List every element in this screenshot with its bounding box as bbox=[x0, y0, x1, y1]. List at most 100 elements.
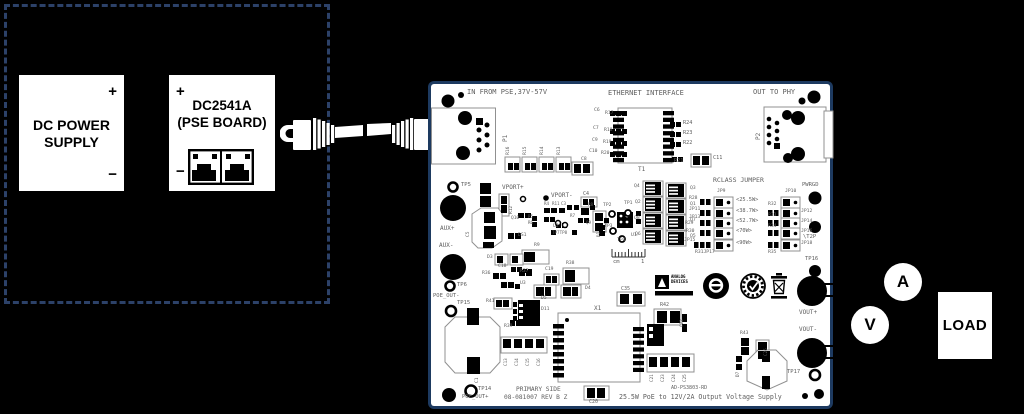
silkscreen-label: JP14 bbox=[801, 219, 813, 224]
silkscreen-label: R24 bbox=[683, 120, 693, 126]
silkscreen-label: R8 bbox=[588, 202, 594, 207]
silkscreen-label: JP12 bbox=[801, 209, 813, 214]
silkscreen-label: TP7TP8 bbox=[552, 230, 568, 235]
silkscreen-label: R17 bbox=[605, 111, 614, 116]
silkscreen-label: C26 bbox=[764, 348, 769, 356]
silkscreen-label: C15 bbox=[526, 358, 531, 366]
silkscreen-layer: IN FROM PSE,37V-57V ETHERNET INTERFACE OUT… bbox=[431, 84, 830, 406]
silkscreen-label: ETHERNET INTERFACE bbox=[608, 89, 684, 97]
silkscreen-label: R12 bbox=[509, 205, 514, 214]
silkscreen-label: R39 bbox=[504, 324, 513, 329]
silkscreen-label: C3 bbox=[561, 201, 567, 206]
pse-board-box: + − DC2541A (PSE BOARD) bbox=[169, 75, 275, 191]
silkscreen-label: Q9 bbox=[586, 220, 592, 225]
silkscreen-label: C18 bbox=[498, 264, 507, 269]
silkscreen-label: DEVICES bbox=[671, 279, 688, 284]
silkscreen-label: C7 bbox=[593, 126, 599, 131]
voltmeter-symbol: V bbox=[851, 306, 889, 344]
silkscreen-label: C10 bbox=[589, 149, 598, 154]
silkscreen-label: AUX+ bbox=[440, 225, 455, 232]
silkscreen-label: C24 bbox=[672, 374, 677, 382]
silkscreen-label: R43 bbox=[740, 331, 749, 336]
silkscreen-label: <52.7W> bbox=[736, 218, 759, 224]
silkscreen-label: U1 bbox=[631, 233, 637, 238]
silkscreen-label: R13 bbox=[557, 146, 562, 155]
silkscreen-label: <70W> bbox=[736, 228, 752, 234]
silkscreen-label: C20 bbox=[589, 399, 599, 405]
silkscreen-label: R14 bbox=[540, 146, 545, 155]
ammeter-label: A bbox=[896, 272, 910, 291]
silkscreen-label: C8 bbox=[581, 157, 587, 162]
silkscreen-label: RCLASS JUMPER bbox=[713, 176, 764, 184]
silkscreen-label: TP16 bbox=[805, 256, 819, 262]
load-label: LOAD bbox=[942, 317, 988, 334]
silkscreen-label: Q10 bbox=[511, 216, 520, 221]
pse-board-label: DC2541A (PSE BOARD) bbox=[169, 97, 275, 131]
silkscreen-label: C19 bbox=[545, 267, 554, 272]
silkscreen-label: R42 bbox=[660, 302, 670, 308]
silkscreen-label: C11 bbox=[713, 155, 723, 161]
plus-terminal-label: + bbox=[108, 83, 117, 100]
silkscreen-label: DS1 bbox=[518, 233, 527, 238]
silkscreen-label: U2 bbox=[553, 224, 559, 229]
silkscreen-label: POE_OUT- bbox=[433, 293, 460, 299]
silkscreen-label: TP1 bbox=[624, 201, 633, 206]
silkscreen-label: JP16 bbox=[801, 229, 813, 234]
silkscreen-label: D4 bbox=[585, 286, 591, 291]
silkscreen-label: TP6 bbox=[457, 282, 467, 288]
silkscreen-label: AD-PS3803-RD bbox=[671, 385, 708, 391]
plus-terminal-label: + bbox=[176, 83, 185, 100]
silkscreen-label: R33 bbox=[768, 213, 777, 218]
silkscreen-label: JP10 bbox=[785, 189, 797, 194]
silkscreen-label: R19 bbox=[603, 140, 612, 145]
silkscreen-label: TP14 bbox=[478, 386, 492, 392]
silkscreen-label: VPORT+ bbox=[502, 184, 524, 191]
minus-terminal-label: − bbox=[108, 166, 117, 183]
silkscreen-label: 25.5W PoE to 12V/2A Output Voltage Suppl… bbox=[619, 393, 782, 401]
silkscreen-label: C6 bbox=[594, 108, 600, 113]
silkscreen-label: R22 bbox=[683, 140, 693, 146]
ethernet-cable-icon bbox=[280, 118, 436, 150]
silkscreen-label: R4 bbox=[544, 201, 550, 206]
pse-source-group-outline bbox=[4, 4, 330, 304]
silkscreen-label: C4 bbox=[583, 191, 590, 197]
silkscreen-label: <25.5W> bbox=[736, 197, 759, 203]
silkscreen-label: PWRGD bbox=[802, 182, 819, 188]
silkscreen-label: AUX- bbox=[439, 242, 454, 249]
silkscreen-label: R30 bbox=[686, 229, 695, 234]
silkscreen-label: R35 bbox=[768, 250, 777, 255]
rj45-jacks-icon bbox=[188, 149, 254, 185]
silkscreen-label: C5 bbox=[466, 231, 471, 237]
silkscreen-label: R16 bbox=[506, 146, 511, 155]
silkscreen-label: T1 bbox=[638, 166, 646, 173]
silkscreen-label: cm bbox=[613, 259, 620, 265]
silkscreen-label: POE_OUT+ bbox=[462, 394, 489, 400]
silkscreen-label: <90W> bbox=[736, 240, 752, 246]
silkscreen-label: R18 bbox=[604, 128, 613, 133]
silkscreen-label: C13 bbox=[504, 358, 509, 366]
silkscreen-label: D1 bbox=[596, 231, 601, 237]
silkscreen-label: D7 bbox=[736, 371, 741, 377]
silkscreen-label: OUT TO PHY bbox=[753, 88, 796, 96]
silkscreen-label: Q1 bbox=[690, 202, 696, 207]
silkscreen-label: C25 bbox=[683, 374, 688, 382]
silkscreen-label: R41 bbox=[486, 299, 495, 304]
silkscreen-label: VPORT- bbox=[551, 192, 573, 199]
silkscreen-label: Q6 bbox=[635, 232, 641, 237]
silkscreen-label: IN FROM PSE,37V-57V bbox=[467, 88, 548, 96]
silkscreen-label: R28 bbox=[689, 196, 698, 201]
silkscreen-label: R11 bbox=[552, 201, 560, 206]
dc-power-supply-box: + − DC POWER SUPPLY bbox=[19, 75, 124, 191]
silkscreen-label: JP13 bbox=[689, 215, 701, 220]
silkscreen-label: R34 bbox=[768, 224, 777, 229]
silkscreen-label: R15 bbox=[523, 146, 528, 155]
silkscreen-label: Q4 bbox=[634, 184, 640, 189]
silkscreen-label: C22 bbox=[680, 319, 685, 327]
silkscreen-label: R38 bbox=[566, 261, 575, 266]
dc-power-supply-label: DC POWER SUPPLY bbox=[33, 117, 110, 150]
silkscreen-label: R29 bbox=[685, 221, 694, 226]
voltmeter-label: V bbox=[864, 315, 876, 334]
silkscreen-label: C9 bbox=[592, 138, 598, 143]
silkscreen-label: TP17 bbox=[787, 369, 801, 375]
